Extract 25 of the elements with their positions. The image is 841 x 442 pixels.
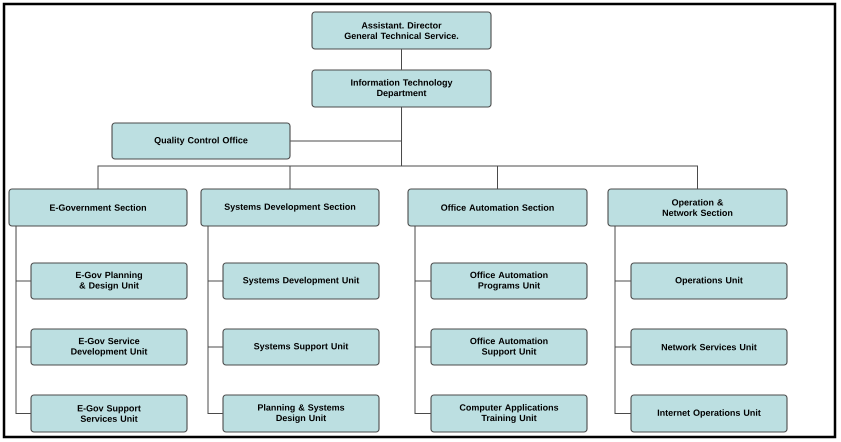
unit-box: E-Gov Planning & Design Unit (30, 262, 188, 300)
department-box: Assistant. Director General Technical Service. (311, 11, 492, 50)
unit-box: E-Gov Service Development Unit (30, 328, 188, 366)
section-box: E-Government Section (8, 188, 188, 227)
unit-box: Computer Applications Training Unit (430, 394, 588, 433)
unit-box: Planning & Systems Design Unit (222, 394, 380, 433)
section-box: Operation & Network Section (607, 188, 788, 227)
connector-line (401, 49, 402, 70)
unit-box: Office Automation Support Unit (430, 328, 588, 366)
department-box: Information Technology Department (311, 69, 492, 108)
unit-box: Systems Support Unit (222, 328, 380, 366)
unit-box: Internet Operations Unit (630, 394, 788, 433)
connector-line (614, 226, 631, 414)
unit-box: Systems Development Unit (222, 262, 380, 300)
section-box: Systems Development Section (200, 188, 380, 227)
section-box: Office Automation Section (407, 188, 588, 227)
connector-line (208, 226, 223, 414)
office-box: Quality Control Office (111, 122, 291, 160)
unit-box: E-Gov Support Services Unit (30, 394, 188, 433)
connector-line (414, 226, 431, 414)
connector-line (401, 107, 698, 189)
connector-line (16, 226, 31, 414)
unit-box: Office Automation Programs Unit (430, 262, 588, 300)
unit-box: Operations Unit (630, 262, 788, 300)
unit-box: Network Services Unit (630, 328, 788, 366)
